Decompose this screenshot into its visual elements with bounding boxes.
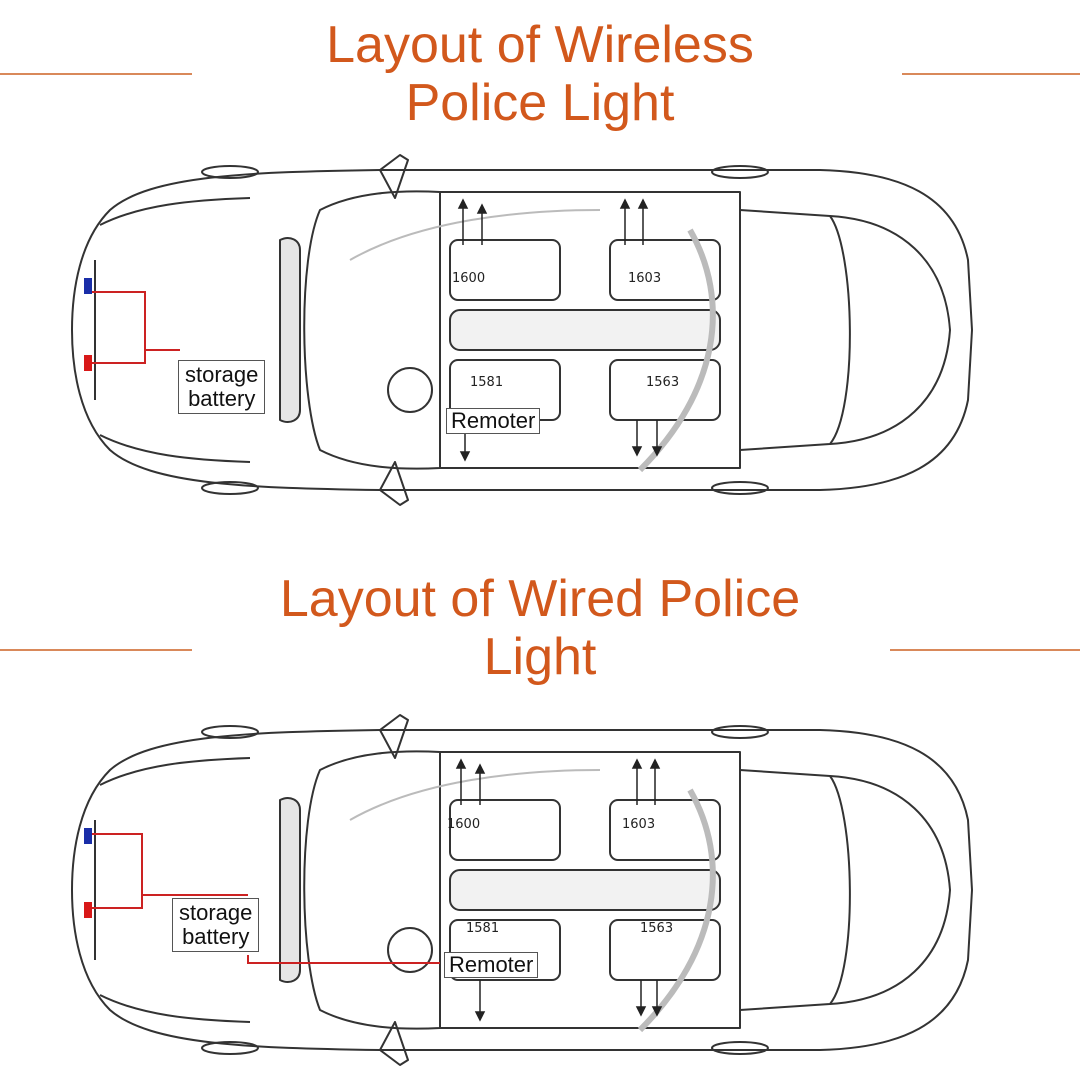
seat-number-1581: 1581 [466,921,499,936]
wired-layout-section: Layout of Wired Police Light [0,560,1080,1080]
wireless-layout-section: Layout of Wireless Police Light [0,16,1080,506]
wire-blue-light [92,291,146,350]
windshield [303,190,441,470]
title-rule-right [890,649,1080,651]
wireless-title-line2: Police Light [405,74,675,132]
seat-number-1603: 1603 [622,817,655,832]
seat-number-1563: 1563 [640,921,673,936]
seat-number-1563: 1563 [646,375,679,390]
rear-window [739,769,851,1011]
wired-title-line2: Light [483,628,597,686]
wire-battery-to-remoter [247,955,440,964]
remoter-label: Remoter [446,408,541,434]
wire-blue-light [92,833,248,896]
storage-battery-label: storage battery [172,898,260,952]
wired-title: Layout of Wired Police Light [0,570,1080,686]
title-rule-right [902,73,1080,75]
seat-number-1603: 1603 [628,271,661,286]
police-light-red [84,355,92,371]
remoter-label: Remoter [444,952,539,978]
police-light-red [84,902,92,918]
wireless-title-line1: Layout of Wireless [326,16,754,74]
police-light-blue [84,278,92,294]
wire-red-light [92,349,180,364]
wireless-title: Layout of Wireless Police Light [0,16,1080,132]
wired-car-diagram: 1600 1603 1581 1563 [71,714,973,1066]
storage-battery-label: storage battery [178,360,266,414]
title-rule-left [0,649,192,651]
windshield [303,750,441,1030]
rear-window [739,209,851,451]
car-body-outline [71,729,973,1051]
wireless-car-diagram: 1600 1603 1581 1563 [71,154,973,506]
wire-red-light [92,895,143,909]
seat-number-1600: 1600 [447,817,480,832]
police-light-blue [84,828,92,844]
seat-number-1581: 1581 [470,375,503,390]
car-body-outline [71,169,973,491]
wired-title-line1: Layout of Wired Police [279,570,801,628]
seat-number-1600: 1600 [452,271,485,286]
title-rule-left [0,73,192,75]
